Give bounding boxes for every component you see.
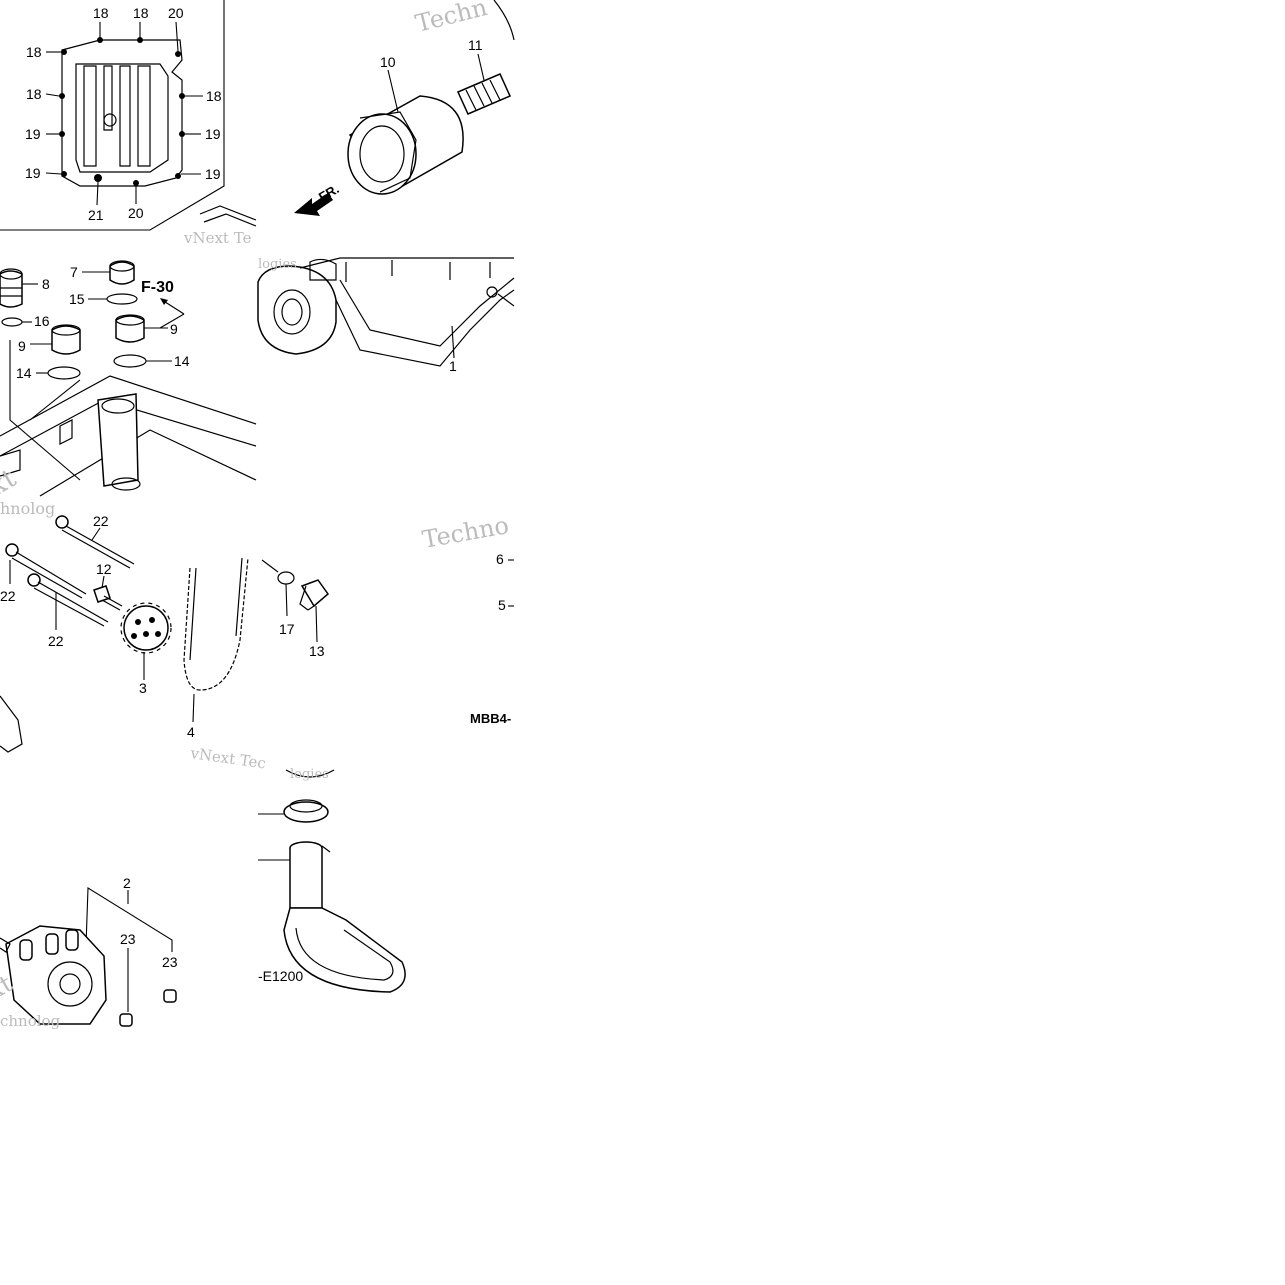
callout-18: 18: [26, 44, 42, 60]
callout-7: 7: [70, 264, 78, 280]
callout-8: 8: [42, 276, 50, 292]
callout-15: 15: [69, 291, 85, 307]
watermark: Techno: [420, 511, 511, 554]
callout-19: 19: [205, 166, 221, 182]
callout-11: 11: [468, 37, 483, 53]
callout-17: 17: [279, 621, 295, 637]
pan-bolt-holes: [59, 37, 185, 186]
front-arrow-icon: [294, 193, 333, 216]
callout-1: 1: [449, 358, 457, 374]
watermark: xt: [0, 463, 22, 502]
callout-12: 12: [96, 561, 112, 577]
callout-6: 6: [496, 551, 504, 567]
callout-23: 23: [120, 931, 136, 947]
callout-19: 19: [205, 126, 221, 142]
callout-4: 4: [187, 724, 195, 740]
oil-pump-view: 2 23 23 xt chnolog: [0, 875, 178, 1030]
callout-20: 20: [128, 205, 144, 221]
callout-19: 19: [25, 126, 41, 142]
callout-13: 13: [309, 643, 325, 659]
callout-23: 23: [162, 954, 178, 970]
model-code: -E1200: [258, 968, 303, 984]
drive-chain-4: [183, 557, 249, 691]
callout-18: 18: [93, 5, 109, 21]
callout-14: 14: [16, 365, 32, 381]
watermark: logies: [258, 257, 297, 272]
callout-22: 22: [48, 633, 64, 649]
callout-20: 20: [168, 5, 184, 21]
drive-chain-parts-view: 22 22 22 12 3 4 vNext Tec: [0, 513, 330, 773]
callout-18: 18: [206, 88, 222, 104]
callout-14: 14: [174, 353, 190, 369]
watermark: hnolog: [0, 499, 55, 518]
callout-9: 9: [170, 321, 178, 337]
callout-10: 10: [380, 54, 396, 70]
sprocket-3: [120, 602, 172, 654]
callout-21: 21: [88, 207, 104, 223]
watermark: vNext Te: [183, 229, 252, 247]
bolt-22-middle: [5, 543, 87, 599]
oil-pan-bolt-layout-view: 18 18 20 18 18 19 19 18 19 19 21 20 vNex…: [0, 0, 252, 247]
watermark: chnolog: [0, 1012, 61, 1030]
callout-16: 16: [34, 313, 50, 329]
callout-3: 3: [139, 680, 147, 696]
callout-19: 19: [25, 165, 41, 181]
bolt-22-upper: [55, 515, 135, 569]
relief-valve-parts-view: 8 16 7 15 F-30 9 9 14 14: [0, 260, 257, 518]
oil-filter-view: Techn 10 11 FR.: [199, 0, 515, 227]
callout-2: 2: [123, 875, 131, 891]
watermark: vNext Tec: [188, 744, 267, 773]
callout-18: 18: [133, 5, 149, 21]
callout-9: 9: [18, 338, 26, 354]
bolt-22-lower: [27, 573, 109, 627]
watermark: logies: [290, 767, 329, 782]
watermark: Techn: [413, 0, 490, 38]
callout-22: 22: [0, 588, 16, 604]
oil-pan-side-view: 1 logies: [257, 257, 515, 374]
oil-strainer-view: logies -E1200: [258, 767, 406, 993]
section-ref: F-30: [141, 279, 174, 296]
reference-labels-view: Techno 6 5 MBB4-: [420, 511, 514, 726]
callout-18: 18: [26, 86, 42, 102]
callout-5: 5: [498, 597, 506, 613]
catalog-code: MBB4-: [470, 711, 511, 726]
callout-22: 22: [93, 513, 109, 529]
